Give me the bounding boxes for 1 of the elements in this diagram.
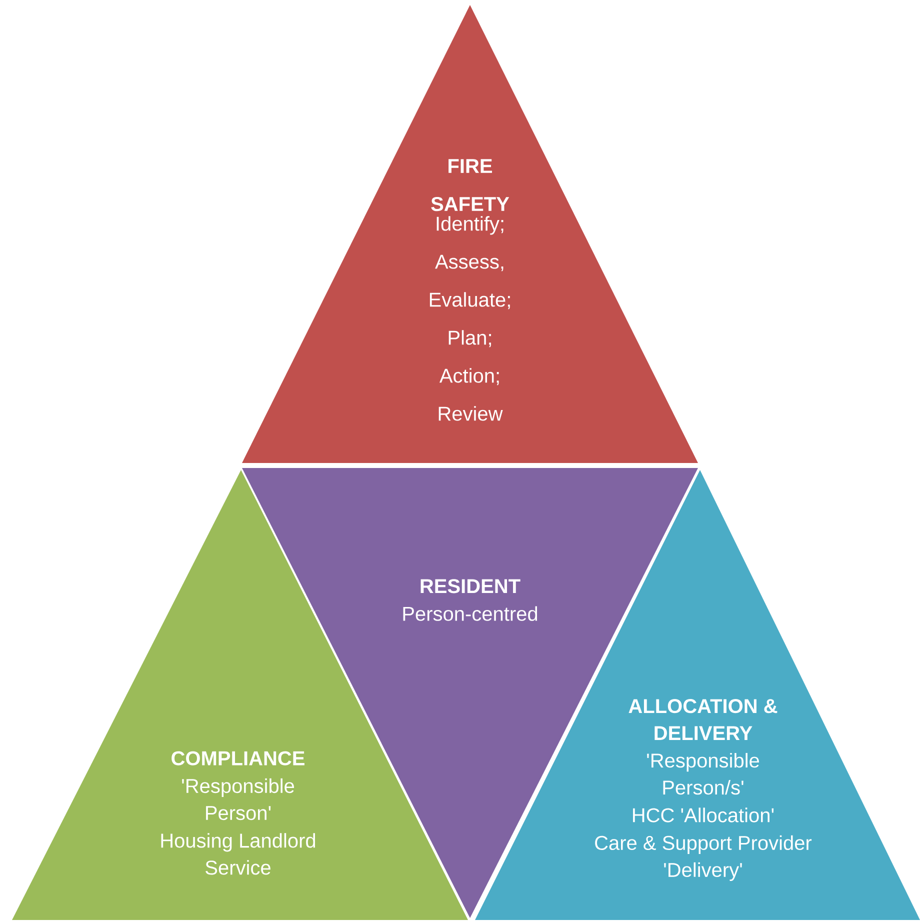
triangle: FIRE SAFETY Identify; Assess, Evaluate; Plan; Action; Review xyxy=(242,5,698,463)
